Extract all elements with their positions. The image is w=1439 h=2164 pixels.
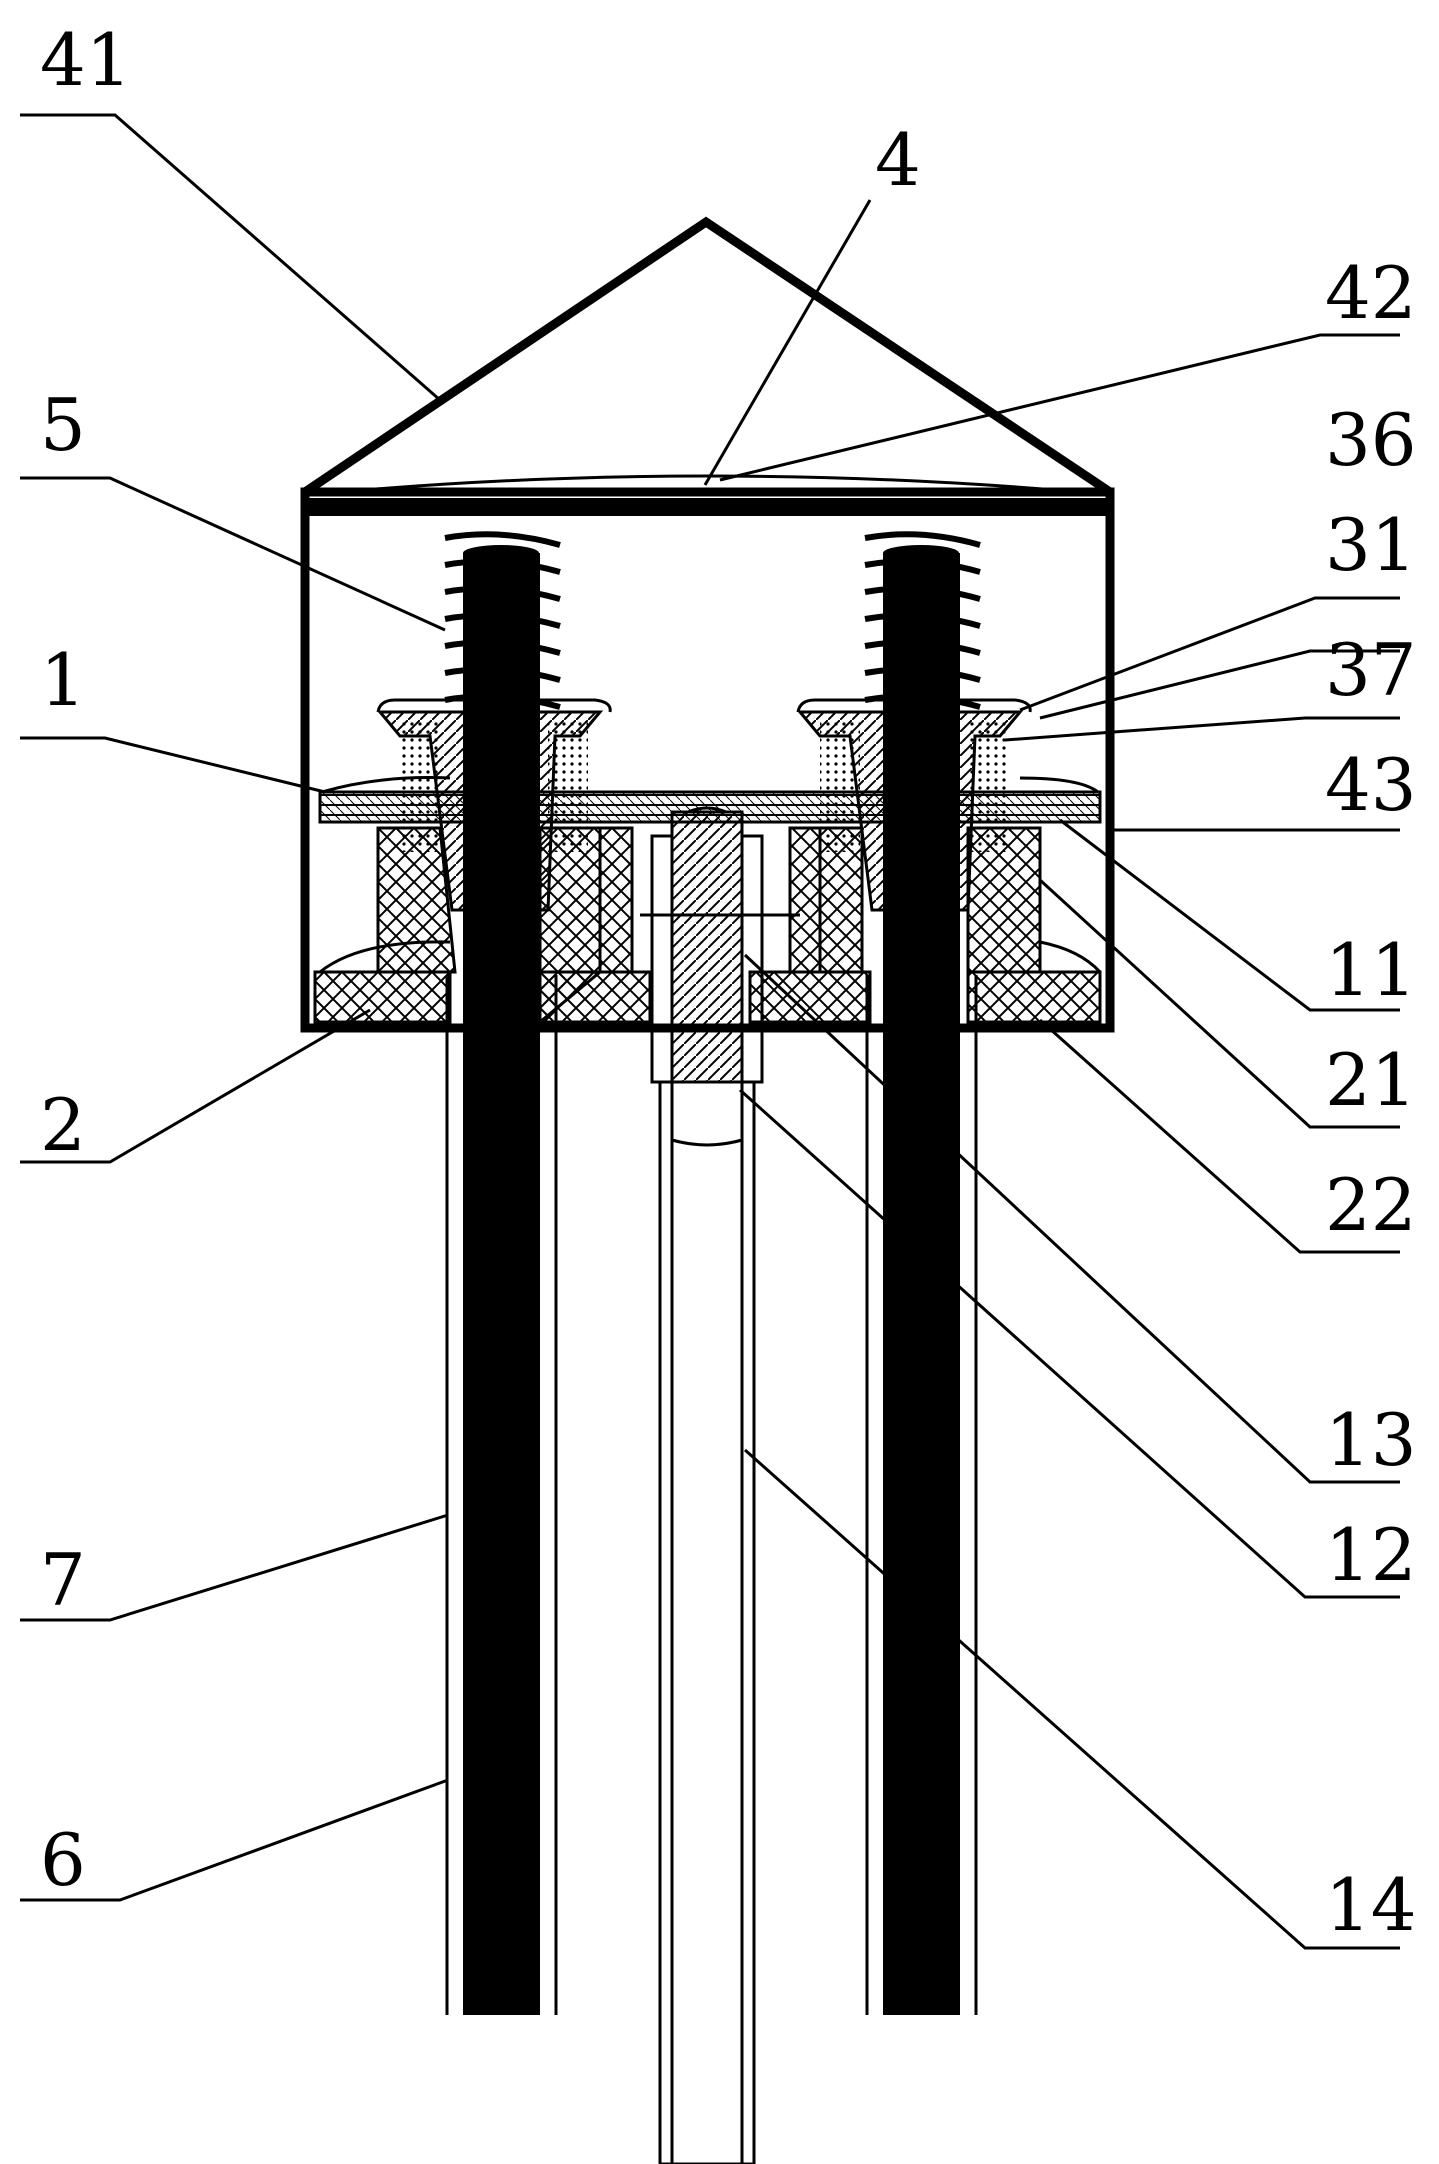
base-block: [313, 826, 1102, 1026]
label-7: 7: [40, 1538, 86, 1622]
left-outer-tube: [445, 975, 558, 2015]
right-rod: [883, 545, 960, 2015]
label-12: 12: [1325, 1513, 1417, 1597]
label-41: 41: [40, 18, 132, 102]
roof-cap: [302, 216, 1113, 496]
reference-labels: 41 4 42 5 36 31 37 1 43 11 21 2 22 13 12…: [40, 18, 1417, 1947]
label-4: 4: [875, 118, 921, 202]
label-43: 43: [1325, 743, 1417, 827]
label-1: 1: [40, 638, 86, 722]
label-37: 37: [1325, 628, 1417, 712]
label-5: 5: [40, 383, 86, 467]
label-22: 22: [1325, 1163, 1417, 1247]
label-13: 13: [1325, 1398, 1417, 1482]
label-14: 14: [1325, 1863, 1417, 1947]
label-31: 31: [1325, 503, 1417, 587]
label-11: 11: [1325, 928, 1417, 1012]
label-6: 6: [40, 1818, 86, 1902]
label-42: 42: [1325, 251, 1417, 335]
label-21: 21: [1325, 1038, 1417, 1122]
center-tube: [658, 1080, 756, 2164]
right-outer-tube: [865, 975, 978, 2015]
left-rod: [463, 545, 540, 2015]
leader-lines: [20, 113, 1400, 1950]
label-36: 36: [1325, 398, 1417, 482]
center-post: [650, 806, 764, 1084]
label-2: 2: [40, 1083, 86, 1167]
